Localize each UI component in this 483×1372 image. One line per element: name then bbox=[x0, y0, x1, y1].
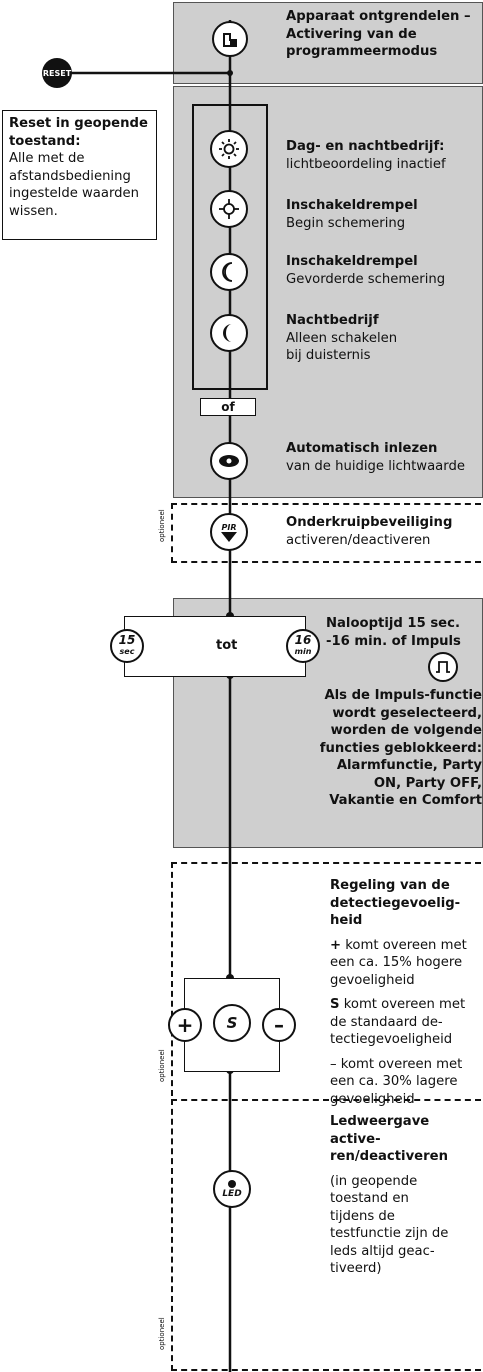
pir-desc: activeren/deactiveren bbox=[286, 532, 431, 548]
sensitivity-title: Regeling van de detectiegevoelig-heid bbox=[330, 878, 461, 928]
led-text: Ledweergave active-ren/deactiveren (in g… bbox=[330, 1113, 480, 1278]
eye-icon bbox=[219, 455, 239, 467]
of-box: of bbox=[200, 398, 256, 416]
sensitivity-plus-desc: + komt overeen met een ca. 15% hogere ge… bbox=[330, 937, 467, 988]
time-max-unit: min bbox=[294, 647, 312, 656]
unlock-icon bbox=[223, 33, 237, 47]
light-mode-2-title: Inschakeldrempel bbox=[286, 198, 418, 213]
reset-note-body: Alle met de afstandsbediening ingestelde… bbox=[9, 151, 139, 219]
light-mode-2-text: Inschakeldrempel Begin schemering bbox=[286, 197, 476, 232]
s-icon: S bbox=[226, 1014, 238, 1032]
time-middle-label: tot bbox=[216, 638, 238, 653]
unlock-title: Apparaat ontgrendelen – Activering van d… bbox=[286, 9, 471, 59]
time-min-button[interactable]: 15 sec bbox=[110, 629, 144, 663]
minus-icon: – bbox=[274, 1013, 284, 1037]
of-label: of bbox=[221, 400, 235, 414]
light-mode-1-desc: lichtbeoordeling inactief bbox=[286, 156, 446, 172]
led-panel bbox=[171, 1099, 481, 1371]
light-mode-2-desc: Begin schemering bbox=[286, 215, 406, 231]
auto-read-text: Automatisch inlezen van de huidige licht… bbox=[286, 440, 482, 475]
auto-read-title: Automatisch inlezen bbox=[286, 441, 438, 456]
pir-label: PIR bbox=[221, 522, 237, 532]
light-mode-3-title: Inschakeldrempel bbox=[286, 254, 418, 269]
auto-read-button[interactable] bbox=[210, 442, 248, 480]
impulse-note: Als de Impuls-functie wordt geselecteerd… bbox=[319, 688, 482, 808]
moon-filled-icon bbox=[223, 324, 232, 342]
led-title: Ledweergave active-ren/deactiveren bbox=[330, 1114, 448, 1164]
light-mode-4-text: Nachtbedrijf Alleen schakelen bij duiste… bbox=[286, 312, 476, 365]
impulse-button[interactable] bbox=[428, 652, 458, 682]
sensitivity-minus-button[interactable]: – bbox=[262, 1008, 296, 1042]
plus-icon: + bbox=[176, 1013, 194, 1037]
impulse-icon bbox=[436, 661, 450, 673]
pir-text: Onderkruipbeveiliging activeren/deactive… bbox=[286, 514, 476, 549]
light-mode-4-desc: Alleen schakelen bij duisternis bbox=[286, 330, 398, 364]
time-title: Nalooptijd 15 sec. -16 min. of Impuls bbox=[326, 616, 461, 649]
time-min-value: 15 bbox=[118, 633, 136, 647]
led-desc: (in geopende toestand en tijdens de test… bbox=[330, 1173, 449, 1277]
sun-icon bbox=[219, 139, 239, 159]
led-dot-icon bbox=[228, 1179, 236, 1188]
light-mode-2-button[interactable] bbox=[210, 190, 248, 228]
light-modes-frame bbox=[192, 104, 268, 390]
light-mode-1-title: Dag- en nachtbedrijf: bbox=[286, 139, 445, 154]
sensitivity-minus-desc: – komt overeen met een ca. 30% lagere ge… bbox=[330, 1056, 463, 1107]
light-mode-3-desc: Gevorderde schemering bbox=[286, 271, 446, 287]
pir-title: Onderkruipbeveiliging bbox=[286, 515, 453, 530]
reset-note: Reset in geopende toestand: Alle met de … bbox=[2, 110, 157, 240]
led-label: LED bbox=[222, 1188, 242, 1199]
light-mode-3-text: Inschakeldrempel Gevorderde schemering bbox=[286, 253, 476, 288]
light-mode-4-title: Nachtbedrijf bbox=[286, 313, 379, 328]
reset-button[interactable]: RESET bbox=[42, 58, 72, 88]
time-max-button[interactable]: 16 min bbox=[286, 629, 320, 663]
sensitivity-s-desc: S komt overeen met de standaard de-tecti… bbox=[330, 997, 466, 1047]
moon-outline-icon bbox=[222, 262, 233, 282]
time-range-box bbox=[124, 616, 306, 677]
light-mode-1-button[interactable] bbox=[210, 130, 248, 168]
light-mode-1-text: Dag- en nachtbedrijf: lichtbeoordeling i… bbox=[286, 138, 476, 173]
led-button[interactable]: LED bbox=[213, 1170, 251, 1208]
pir-button[interactable]: PIR bbox=[210, 513, 248, 551]
reset-label: RESET bbox=[42, 68, 72, 78]
light-mode-3-button[interactable] bbox=[210, 253, 248, 291]
time-max-value: 16 bbox=[294, 633, 312, 647]
sensitivity-plus-button[interactable]: + bbox=[168, 1008, 202, 1042]
light-mode-4-button[interactable] bbox=[210, 314, 248, 352]
unlock-button[interactable] bbox=[212, 21, 248, 57]
target-icon bbox=[219, 199, 239, 219]
auto-read-desc: van de huidige lichtwaarde bbox=[286, 458, 465, 474]
sensitivity-text: Regeling van de detectiegevoelig-heid + … bbox=[330, 877, 480, 1108]
reset-note-title: Reset in geopende toestand: bbox=[9, 116, 148, 149]
down-triangle-icon bbox=[221, 531, 237, 542]
time-min-unit: sec bbox=[119, 647, 135, 656]
sensitivity-s-button[interactable]: S bbox=[213, 1004, 251, 1042]
